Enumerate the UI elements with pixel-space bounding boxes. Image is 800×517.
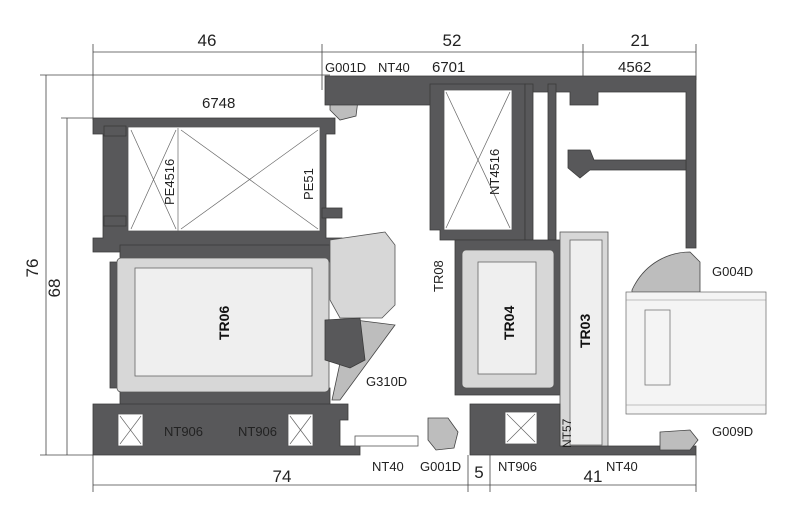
dim-top-46: 46 [198,31,217,50]
label-g009d: G009D [712,424,753,439]
label-6701: 6701 [432,59,465,76]
label-nt906-left: NT906 [164,424,203,439]
label-g001d-top: G001D [325,60,366,75]
dim-left-68: 68 [45,279,64,298]
label-g001d-bottom: G001D [420,459,461,474]
dim-left-76: 76 [23,259,42,278]
dim-bottom-74: 74 [273,467,292,486]
label-4562: 4562 [618,59,651,76]
label-nt906-bottom: NT906 [498,459,537,474]
label-g310d: G310D [366,374,407,389]
label-6748: 6748 [202,95,235,112]
label-nt40-bottom: NT40 [372,459,404,474]
right-frame-profile [324,75,767,456]
dim-bottom-41: 41 [584,467,603,486]
label-nt906-mid: NT906 [238,424,277,439]
label-nt40-bottom-right: NT40 [606,459,638,474]
dim-top-21: 21 [631,31,650,50]
label-pe4516: PE4516 [162,159,177,205]
label-pe51: PE51 [301,168,316,200]
dimension-lines [40,44,697,492]
label-tr06: TR06 [216,306,232,340]
label-nt40-top: NT40 [378,60,410,75]
label-nt57: NT57 [560,418,574,448]
center-profile [324,85,459,451]
label-tr08: TR08 [431,260,446,292]
label-tr04: TR04 [501,306,517,340]
dim-top-52: 52 [443,31,462,50]
label-tr03: TR03 [577,314,593,348]
left-frame-profile [92,117,361,456]
label-nt4516: NT4516 [487,149,502,195]
label-g004d: G004D [712,264,753,279]
dim-bottom-5: 5 [474,463,483,482]
